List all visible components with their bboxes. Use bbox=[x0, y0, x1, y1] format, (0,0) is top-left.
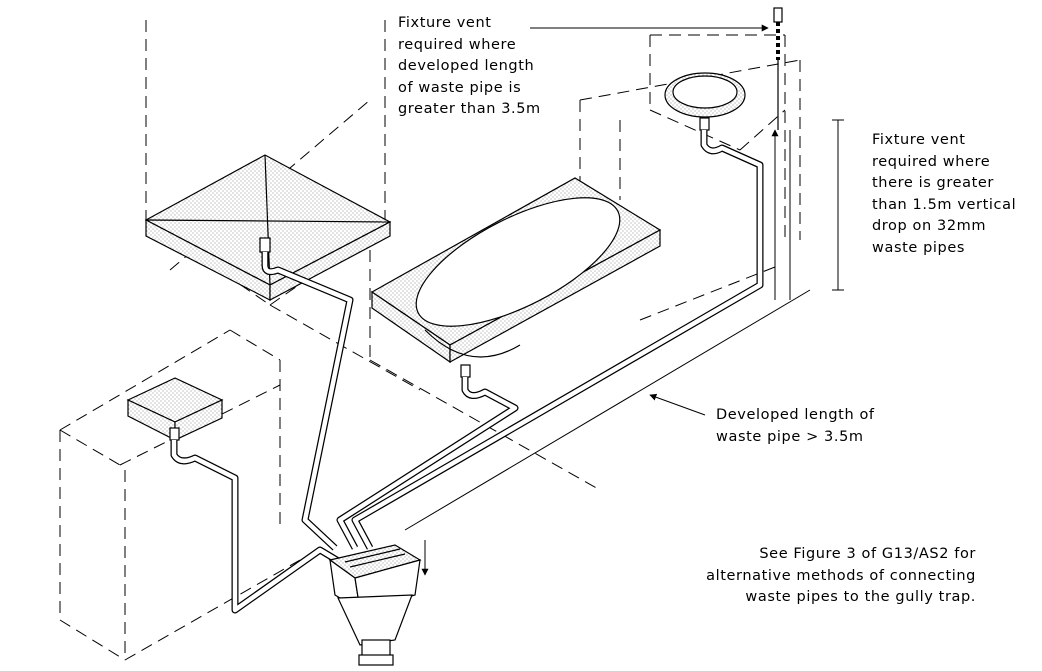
shower-tray bbox=[144, 154, 392, 301]
bath bbox=[370, 177, 662, 378]
label-fixture-vent-vertical: Fixture vent required where there is gre… bbox=[872, 132, 1017, 256]
label-developed-length: Developed length of waste pipe > 3.5m bbox=[716, 407, 875, 445]
gully-trap bbox=[328, 544, 422, 666]
basin bbox=[664, 72, 746, 131]
label-fixture-vent-developed: Fixture vent required where developed le… bbox=[398, 15, 541, 117]
laundry-tub bbox=[126, 377, 224, 441]
vent-pipe bbox=[773, 7, 783, 130]
label-see-figure: See Figure 3 of G13/AS2 for alternative … bbox=[706, 546, 976, 605]
waste-pipes-inner bbox=[171, 130, 763, 613]
leader-lines bbox=[404, 24, 844, 576]
